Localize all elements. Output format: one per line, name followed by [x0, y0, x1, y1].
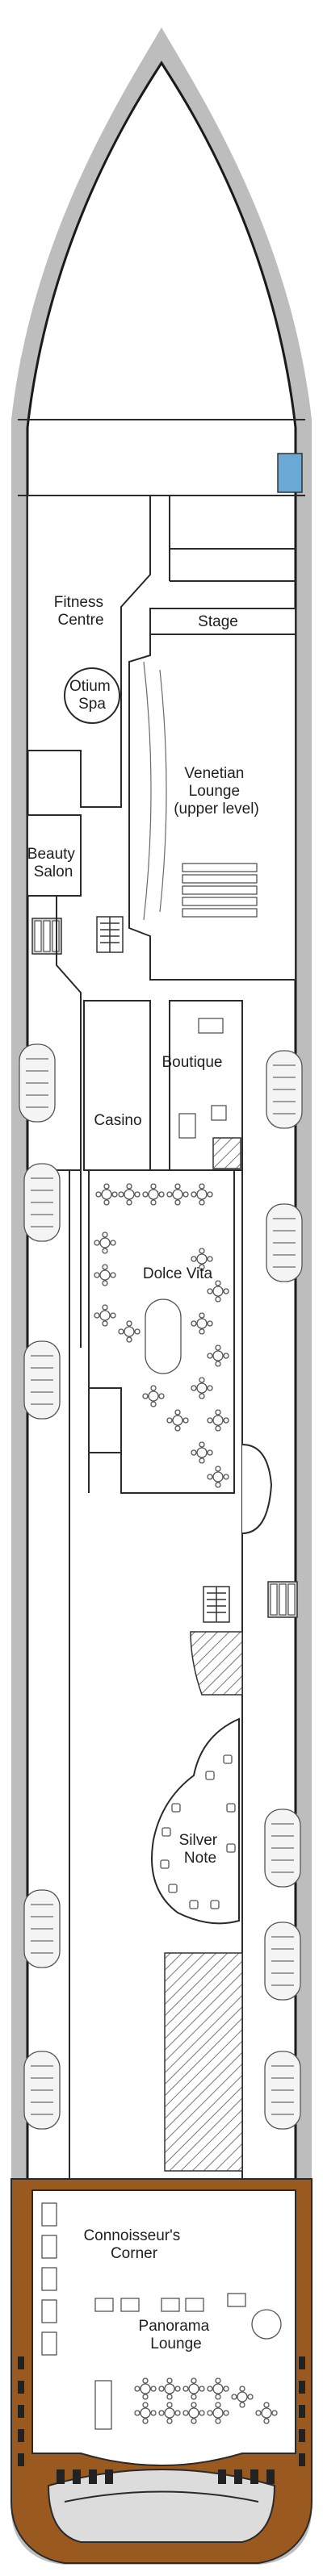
stairs-icon [203, 1586, 230, 1623]
window-icon [23, 1889, 61, 1968]
window-icon [266, 1050, 303, 1129]
label-silver-note: Silver Note [179, 1832, 222, 1867]
deck-loungers [18, 2356, 305, 2484]
elevator-icon [267, 1581, 298, 1618]
venetian-seating [182, 863, 258, 918]
window-icon [264, 1809, 301, 1888]
window-icon [23, 1340, 61, 1420]
beauty-salon-room [27, 814, 82, 897]
casino-room [83, 1000, 151, 1171]
spa-room [64, 667, 120, 724]
silver-note-room [151, 1717, 240, 1925]
label-boutique: Boutique [162, 1054, 222, 1071]
window-icon [264, 2051, 301, 2130]
boutique-hatched-block [212, 1137, 241, 1169]
label-casino: Casino [94, 1112, 141, 1129]
window-icon [23, 1163, 61, 1242]
window-icon [19, 1043, 56, 1123]
stairs-icon [96, 916, 124, 953]
label-venetian-lounge: Venetian Lounge (upper level) [174, 765, 259, 818]
midship-hatched-block [190, 1631, 243, 1696]
window-icon [264, 1922, 301, 2001]
label-otium-spa: Otium Spa [69, 678, 115, 713]
label-dolce-vita: Dolce Vita [143, 1265, 213, 1282]
label-connoisseurs-corner: Connoisseur's Corner [83, 2227, 184, 2262]
window-icon [23, 2051, 61, 2130]
label-stage: Stage [198, 613, 238, 630]
label-panorama-lounge: Panorama Lounge [139, 2318, 214, 2352]
bow-blue-feature [277, 453, 303, 493]
window-icon [266, 1203, 303, 1282]
panorama-lounge-seating [41, 2202, 282, 2430]
label-beauty-salon: Beauty Salon [27, 846, 79, 880]
dolce-vita-bay [241, 1444, 273, 1534]
aft-hatched-block [164, 1952, 243, 2172]
aft-terrace [47, 2469, 276, 2543]
label-fitness-centre: Fitness Centre [54, 594, 108, 629]
